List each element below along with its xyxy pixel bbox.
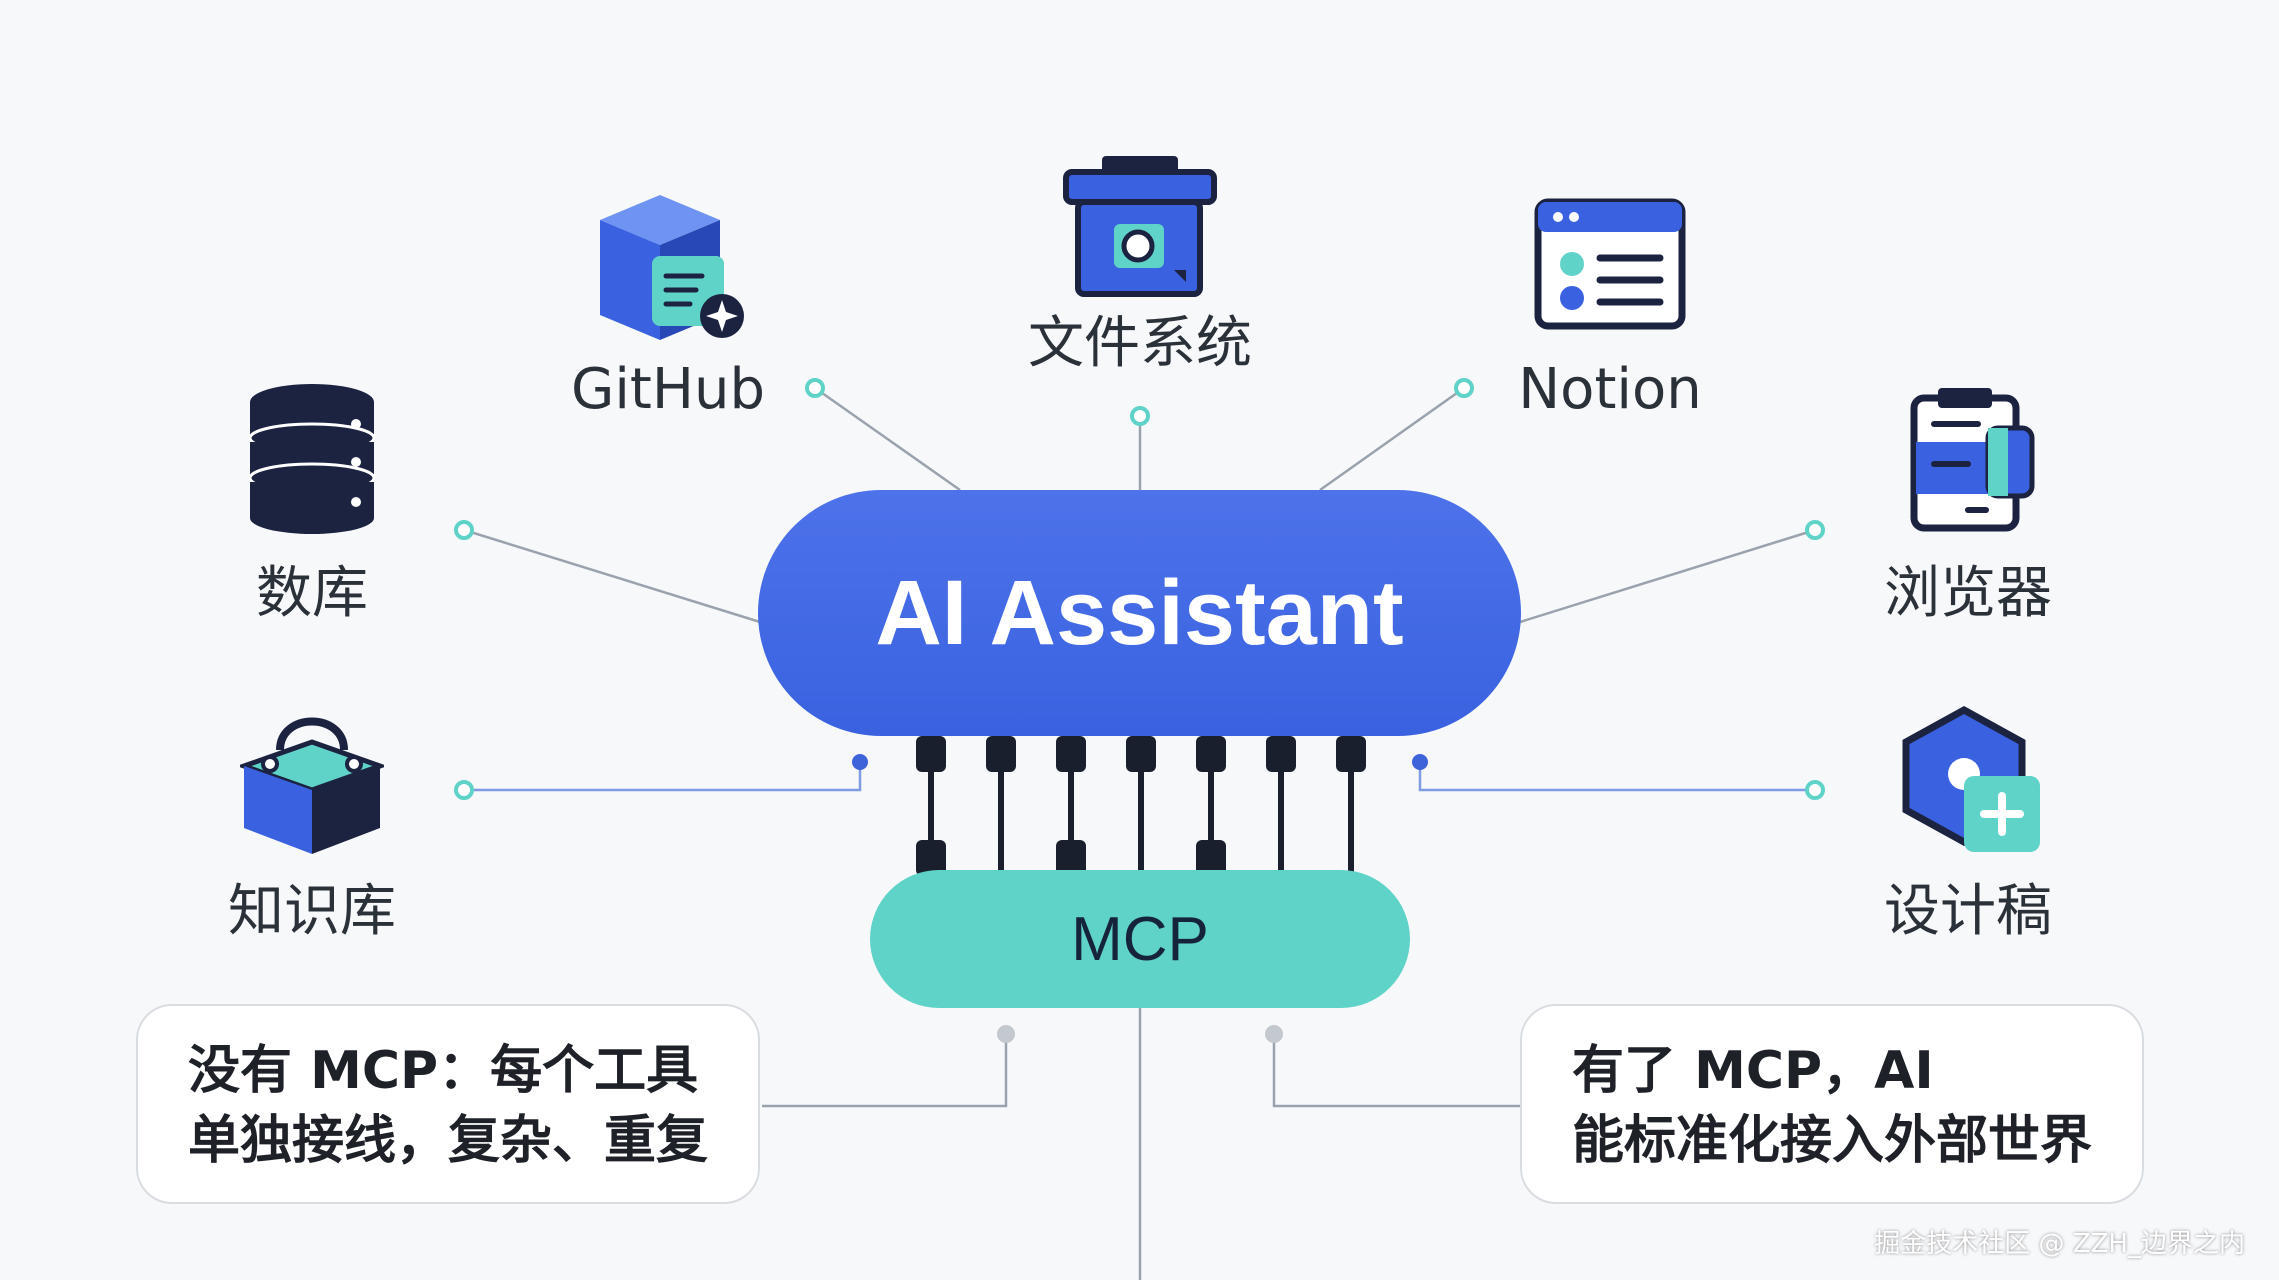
knowledge-base-label: 知识库 <box>228 879 396 944</box>
watermark: 掘金技术社区 @ ZZH_边界之内 <box>1874 1229 2245 1259</box>
notion-icon <box>1534 198 1686 330</box>
database-icon <box>244 380 380 540</box>
filesystem-label: 文件系统 <box>1028 311 1252 376</box>
note-with-line-1: 有了 MCP，AI <box>1572 1041 1934 1101</box>
github-icon <box>590 190 750 350</box>
knowledge-box-icon <box>236 708 388 858</box>
note-without-line-1: 没有 MCP：每个工具 <box>188 1041 699 1101</box>
github-label: GitHub <box>570 357 766 422</box>
note-without-mcp: 没有 MCP：每个工具 单独接线，复杂、重复 <box>136 1004 760 1204</box>
mcp-hub-node: MCP <box>870 870 1410 1008</box>
browser-label: 浏览器 <box>1884 561 2052 626</box>
note-with-mcp: 有了 MCP，AI 能标准化接入外部世界 <box>1520 1004 2144 1204</box>
folder-icon <box>1062 150 1222 300</box>
database-label: 数库 <box>256 561 368 626</box>
design-hexagon-icon <box>1900 706 2046 856</box>
note-without-line-2: 单独接线，复杂、重复 <box>188 1111 709 1172</box>
ai-assistant-node: AI Assistant <box>758 490 1521 736</box>
clipboard-icon <box>1908 384 2040 534</box>
design-label: 设计稿 <box>1884 879 2052 944</box>
notion-label: Notion <box>1518 357 1702 422</box>
note-with-line-2: 能标准化接入外部世界 <box>1572 1111 2093 1172</box>
